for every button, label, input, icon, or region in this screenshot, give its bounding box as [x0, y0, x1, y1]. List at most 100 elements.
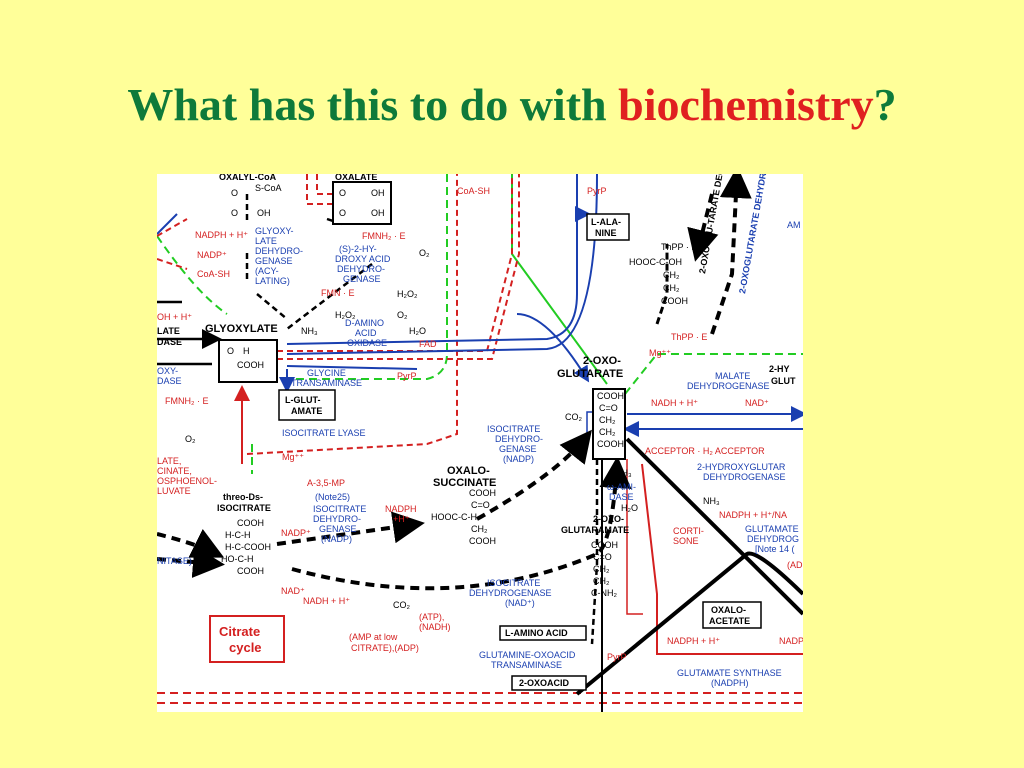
- pyrp-low-label: PyrP: [607, 652, 627, 662]
- l-glutamate-box: [278, 389, 336, 421]
- title-end: ?: [873, 79, 897, 130]
- mg-label: Mg⁺⁺: [649, 348, 671, 358]
- pathway-svg: OXALYL-CoA OXALATE S-CoA CoA-SH PyrP L-A…: [157, 174, 803, 712]
- slide-title: What has this to do with biochemistry?: [0, 78, 1024, 131]
- co2-label: CO₂: [393, 600, 411, 610]
- red-dashed-pathway: [157, 258, 188, 270]
- nadp-label: NADP⁺: [197, 250, 227, 260]
- oxalosuccinate-label: OXALO-SUCCINATE: [433, 465, 496, 489]
- glyoxylate-label: GLYOXYLATE: [205, 323, 278, 335]
- red-solid-pathway: [641, 463, 803, 655]
- o2-label: O₂: [185, 434, 196, 444]
- fmnh2-e-label: FMNH₂ · E: [165, 396, 209, 406]
- green-dashed-pathway: [157, 235, 228, 315]
- red-dashed-pathway: [277, 174, 520, 360]
- blue-pathway: [157, 213, 178, 235]
- nh3-label: NH₃: [703, 496, 720, 506]
- isocitrate-label: threo-Ds-ISOCITRATE: [217, 492, 271, 513]
- black-solid-pathway: [575, 551, 803, 696]
- black-dashed-pathway: [710, 174, 752, 335]
- black-dashed-pathway: [476, 429, 592, 521]
- nh3-label: NH₃: [615, 468, 632, 478]
- ch2-label: CH₂: [663, 270, 680, 280]
- l-amino-acid-label: L-AMINO ACID: [505, 628, 568, 638]
- black-dashed-pathway: [256, 293, 288, 320]
- nadp-label: NADP: [779, 636, 803, 646]
- oxalyl-coa-label: OXALYL-CoA: [219, 174, 277, 182]
- black-dashed-pathway: [157, 546, 225, 578]
- blue-pathway: [286, 174, 578, 345]
- oxoglutarate-dehydrogenase-label: 2-OXOGLUTARATE DEHYDROGENASE SY: [737, 174, 778, 294]
- nh3-label: NH₃: [301, 326, 318, 336]
- green-solid-pathway: [511, 174, 608, 385]
- green-dashed-pathway: [616, 353, 803, 405]
- title-main: What has this to do with: [127, 79, 619, 130]
- two-oxoacid-box: [511, 675, 587, 691]
- o2-label: O₂: [397, 310, 408, 320]
- cooh-label: COOH: [661, 296, 688, 306]
- black-dashed-pathway: [276, 511, 425, 546]
- s-coa-label: S-CoA: [255, 183, 282, 193]
- l-alanine-label: L-ALA-NINE: [591, 217, 621, 238]
- blue-pathway: [286, 365, 418, 370]
- ch2-label: CH₂: [663, 283, 680, 293]
- glutamate-synthase-label: GLUTAMATE SYNTHASE(NADPH): [677, 668, 782, 688]
- h2o-label: H₂O: [621, 503, 638, 513]
- nadph-na-label: NADPH + H⁺/NA: [719, 510, 787, 520]
- nadh-label: NADH + H⁺: [303, 596, 350, 606]
- l-alanine-box: [586, 213, 630, 241]
- red-solid-pathway: [626, 459, 643, 615]
- two-oxoacid-label: 2-OXOACID: [519, 678, 570, 688]
- oxalate-label: OXALATE: [335, 174, 377, 182]
- black-dashed-pathway: [157, 528, 225, 558]
- oh-h-label: OH + H⁺: [157, 312, 192, 322]
- red-dashed-pathway: [306, 174, 332, 205]
- oxalate-box: [332, 181, 392, 225]
- red-dashed-pathway: [316, 174, 332, 195]
- title-accent: biochemistry: [618, 79, 874, 130]
- thpp-e-label: ThPP · E: [661, 242, 697, 252]
- black-dashed-pathway: [687, 193, 719, 262]
- isocitrate-lyase-label: ISOCITRATE LYASE: [282, 428, 366, 438]
- h2o2-label: H₂O₂: [335, 310, 356, 320]
- nadph-label: NADPH + H⁺: [667, 636, 720, 646]
- h2o-label: H₂O: [409, 326, 426, 336]
- h2o2-label: H₂O₂: [397, 289, 418, 299]
- black-dashed-pathway: [291, 456, 632, 591]
- late-cinate-label: LATE,CINATE,OSPHOENOL-LUVATE: [157, 456, 217, 496]
- nad-label: NAD⁺: [281, 586, 305, 596]
- glyoxylate-box: [218, 339, 278, 383]
- atp-nadh-label: (ATP),(NADH): [419, 612, 451, 632]
- nadph-label: NADPH + H⁺: [195, 230, 248, 240]
- nad-label: NAD⁺: [745, 398, 769, 408]
- metabolic-pathway-diagram: OXALYL-CoA OXALATE S-CoA CoA-SH PyrP L-A…: [157, 174, 803, 712]
- fad-label: FAD: [419, 339, 437, 349]
- note25-label: (Note25): [315, 492, 350, 502]
- mg-label: Mg⁺⁺: [282, 452, 304, 462]
- pyrp-mid-label: PyrP: [397, 371, 417, 381]
- blue-pathway: [516, 313, 590, 383]
- ad-label: (AD: [787, 560, 803, 570]
- nadph-h2-label: NADPH+H⁺: [385, 504, 417, 524]
- oxaloacetate-label: OXALO-ACETATE: [709, 605, 750, 626]
- oxoglutaramate-label: 2-OXO-GLUTARAMATE: [561, 514, 629, 535]
- coa-sh-top-label: CoA-SH: [457, 186, 490, 196]
- omega-amidase-label: ω-AMI-DASE: [607, 482, 636, 502]
- co2-label: CO₂: [565, 412, 583, 422]
- coa-sh-label: CoA-SH: [197, 269, 230, 279]
